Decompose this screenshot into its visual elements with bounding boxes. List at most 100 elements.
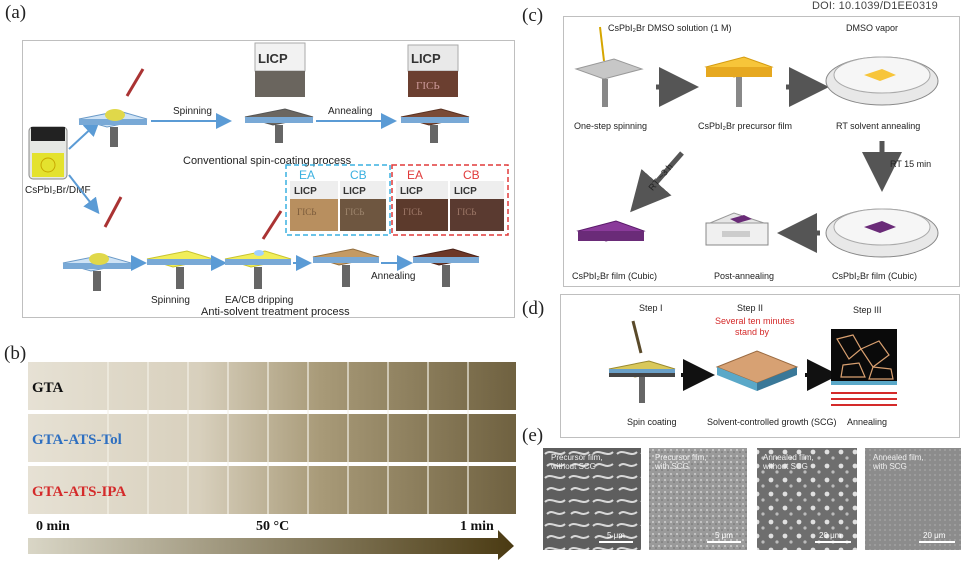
cb-label-2: CB	[463, 168, 480, 182]
panel-e: Precursor film, without SCG 5 μm Precurs…	[543, 448, 963, 552]
panel-a: CsPbI₂Br/DMF Spinning LICP Annealing	[22, 40, 515, 318]
sem-1	[543, 448, 641, 550]
panel-label-b: (b)	[4, 343, 27, 364]
conventional-film	[244, 42, 314, 143]
sem4-l2: with SCG	[872, 462, 907, 471]
licp-text-2: LICP	[411, 51, 441, 66]
sem4-l1: Annealed film,	[873, 453, 924, 462]
panel-b-strip: GTA GTA-ATS-Tol GTA-ATS-IPA 0 min 50 °C …	[28, 362, 516, 560]
panel-label-d: (d)	[522, 298, 545, 319]
anneal-label: Annealing	[847, 417, 887, 427]
panel-a-diagram: CsPbI₂Br/DMF Spinning LICP Annealing	[25, 42, 509, 318]
film-cubic-right: CsPbI₂Br film (Cubic)	[832, 271, 917, 281]
branch-arrow-down	[68, 174, 100, 215]
panel-b: GTA GTA-ATS-Tol GTA-ATS-IPA 0 min 50 °C …	[28, 360, 516, 560]
sem2-l2: with SCG	[654, 462, 689, 471]
sem3-scale: 20 μm	[819, 531, 842, 540]
ea-cb-box-red	[391, 164, 509, 236]
step2-label: Step II	[737, 303, 763, 313]
solution-label: CsPbI₂Br DMSO solution (1 M)	[608, 23, 732, 33]
mirror-ea-1: ГІСЬ	[297, 207, 316, 217]
dripping-label: EA/CB dripping	[225, 295, 293, 306]
annealing-label-2: Annealing	[371, 271, 415, 282]
row-label-gta: GTA	[32, 380, 64, 396]
post-anneal-label: Post-annealing	[714, 271, 774, 281]
vapor-label: DMSO vapor	[846, 23, 898, 33]
panel-c: CsPbI₂Br DMSO solution (1 M) One-step sp…	[563, 16, 960, 287]
film-cubic-left: CsPbI₂Br film (Cubic)	[572, 271, 657, 281]
frame-dividers	[107, 362, 469, 514]
stand-line2: stand by	[735, 327, 770, 337]
sem1-l2: without SCG	[550, 462, 596, 471]
licp-text-1: LICP	[258, 51, 288, 66]
conventional-label: Conventional spin-coating process	[183, 155, 352, 167]
dripping-film	[224, 210, 292, 289]
branch-arrow-up	[68, 120, 100, 150]
ea-label-2: EA	[407, 168, 423, 182]
row-label-tol: GTA-ATS-Tol	[32, 432, 122, 448]
sem-4	[865, 448, 961, 550]
sem2-l1: Precursor film,	[655, 453, 707, 462]
panel-label-c: (c)	[522, 5, 544, 26]
annealed-film-bottom	[412, 248, 480, 287]
panel-d-diagram: Step I Step II Step III Several ten minu…	[608, 303, 897, 427]
precursor-label: CsPbI₂Br precursor film	[698, 121, 792, 131]
vial	[28, 126, 68, 180]
hotplate	[705, 212, 769, 246]
sem-2	[649, 448, 747, 550]
annealing-dish-top	[825, 56, 939, 106]
rt3h-label: RT ~3 h	[647, 162, 675, 193]
brown-film	[312, 248, 380, 287]
mirror-ea-2: ГІСЬ	[403, 207, 422, 217]
licp-ea-1: LICP	[294, 186, 317, 197]
time-arrow	[28, 530, 514, 560]
licp-cb-2: LICP	[454, 186, 477, 197]
annealed-film-top	[400, 44, 470, 143]
stand-line1: Several ten minutes	[715, 316, 795, 326]
row-label-ipa: GTA-ATS-IPA	[32, 484, 126, 500]
spun-yellow-film	[146, 250, 214, 289]
spinning-label-2: Spinning	[151, 295, 190, 306]
annealing-dish-bottom	[825, 208, 939, 258]
vial-label: CsPbI₂Br/DMF	[25, 185, 91, 196]
sem3-l2: without SCG	[762, 462, 808, 471]
rt-anneal-label: RT solvent annealing	[836, 121, 920, 131]
substrate-droplet-top	[78, 68, 148, 147]
panel-c-diagram: CsPbI₂Br DMSO solution (1 M) One-step sp…	[572, 23, 939, 281]
anneal-stage	[831, 329, 897, 406]
ea-cb-box-blue	[285, 164, 391, 236]
one-step-substrate	[574, 26, 644, 107]
licp-cb-1: LICP	[343, 186, 366, 197]
sem4-scale: 20 μm	[923, 531, 946, 540]
annealing-label: Annealing	[328, 106, 372, 117]
row-gta	[28, 362, 516, 410]
spinning-label: Spinning	[173, 106, 212, 117]
rt15-label: RT 15 min	[890, 159, 931, 169]
ea-label-1: EA	[299, 168, 315, 182]
one-step-label: One-step spinning	[574, 121, 647, 131]
time-end: 1 min	[460, 519, 494, 534]
spin-coating-stage	[608, 320, 676, 403]
row-gta-ats-ipa	[28, 466, 516, 514]
mirror-cb-1: ГІСЬ	[345, 207, 364, 217]
licp-mirror-1: ГІСЬ	[416, 80, 440, 92]
cb-label-1: CB	[350, 168, 367, 182]
time-start: 0 min	[36, 519, 70, 534]
row-gta-ats-tol	[28, 414, 516, 462]
panel-d: Step I Step II Step III Several ten minu…	[560, 294, 960, 438]
substrate-droplet-bottom	[62, 196, 132, 291]
sem1-l1: Precursor film,	[551, 453, 603, 462]
panel-label-e: (e)	[522, 425, 544, 446]
panel-label-a: (a)	[5, 2, 27, 23]
scg-stage	[715, 350, 799, 391]
licp-ea-2: LICP	[400, 186, 423, 197]
cubic-film-left	[576, 220, 646, 242]
precursor-film	[704, 56, 774, 107]
sem1-scale: 5 μm	[607, 531, 625, 540]
scg-label: Solvent-controlled growth (SCG)	[707, 417, 837, 427]
doi-text: DOI: 10.1039/D1EE0319	[812, 0, 938, 12]
sem-3	[757, 448, 857, 550]
antisolvent-label: Anti-solvent treatment process	[201, 306, 350, 317]
step3-label: Step III	[853, 305, 882, 315]
sem2-scale: 5 μm	[715, 531, 733, 540]
